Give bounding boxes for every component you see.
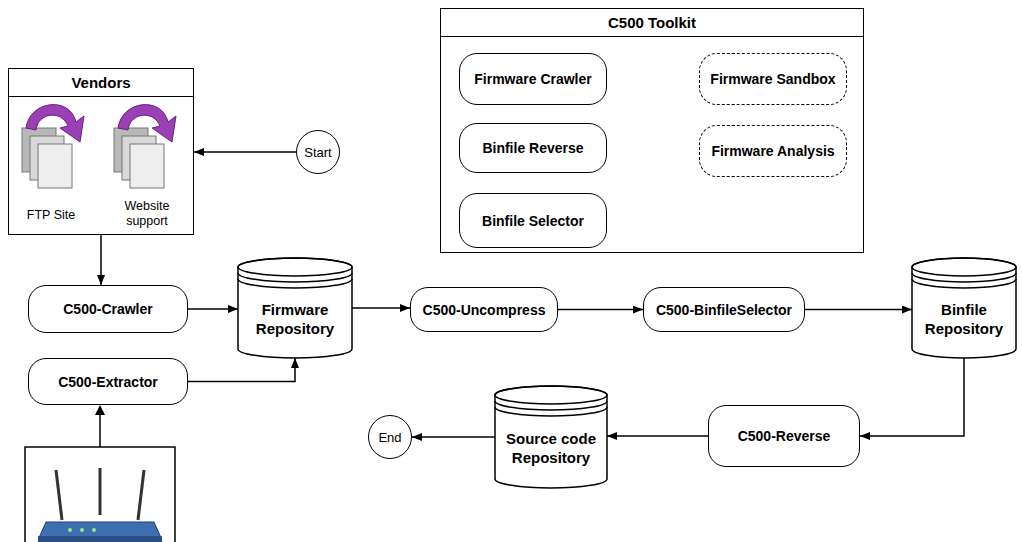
repository-cylinder: Source code Repository	[495, 386, 607, 488]
icon-label: Website support	[107, 199, 187, 229]
flow-arrow	[100, 235, 102, 285]
process-box: C500-Uncompress	[410, 287, 558, 332]
flow-arrow	[558, 309, 643, 311]
node-label: C500-Extractor	[58, 374, 158, 390]
process-box: C500-BinfileSelector	[643, 287, 805, 332]
flow-arrow	[412, 436, 495, 438]
router-icon	[38, 468, 162, 542]
node-label: Firmware Analysis	[711, 143, 834, 159]
flow-arrow	[805, 309, 912, 311]
flow-arrow	[194, 151, 296, 153]
planned-tool-box: Firmware Analysis	[699, 125, 847, 177]
node-label: C500-BinfileSelector	[656, 302, 792, 318]
planned-tool-box: Firmware Sandbox	[699, 53, 847, 105]
node-label: C500-Uncompress	[423, 302, 546, 318]
toolkit-group: C500 ToolkitFirmware Crawler Firmware San…	[440, 8, 864, 253]
tool-box: Binfile Reverse	[459, 123, 607, 173]
tool-box: Binfile Selector	[459, 193, 607, 248]
icon-label: FTP Site	[11, 208, 91, 223]
node-label: Binfile Repository	[912, 300, 1016, 338]
router-link	[95, 405, 105, 447]
node-label: End	[378, 430, 401, 445]
flow-arrow	[607, 435, 708, 437]
node-label: C500-Reverse	[738, 428, 831, 444]
node-label: Binfile Selector	[482, 213, 584, 229]
process-box: C500-Crawler	[28, 285, 188, 333]
end-circle: End	[368, 415, 412, 459]
flow-arrow	[860, 358, 964, 436]
vendor-group: VendorsFTP Site Website support	[8, 68, 194, 235]
flow-arrow	[352, 307, 410, 309]
node-label: Binfile Reverse	[482, 140, 583, 156]
website-icon	[114, 105, 176, 188]
router-frame	[25, 447, 175, 542]
ftp-icon	[22, 105, 84, 188]
flow-arrow	[188, 308, 238, 310]
node-label: Firmware Sandbox	[710, 71, 835, 87]
node-label: Start	[304, 145, 331, 160]
start-circle: Start	[296, 130, 340, 174]
process-box: C500-Reverse	[708, 405, 860, 467]
tool-box: Firmware Crawler	[459, 53, 607, 105]
node-label: Firmware Repository	[238, 300, 352, 338]
flow-arrow	[188, 358, 295, 382]
repository-cylinder: Firmware Repository	[238, 258, 352, 358]
node-label: Source code Repository	[495, 429, 607, 467]
repository-cylinder: Binfile Repository	[912, 258, 1016, 358]
node-label: Firmware Crawler	[474, 71, 592, 87]
group-heading: C500 Toolkit	[441, 9, 863, 37]
node-label: C500-Crawler	[63, 301, 153, 317]
process-box: C500-Extractor	[28, 358, 188, 405]
group-heading: Vendors	[9, 69, 193, 97]
